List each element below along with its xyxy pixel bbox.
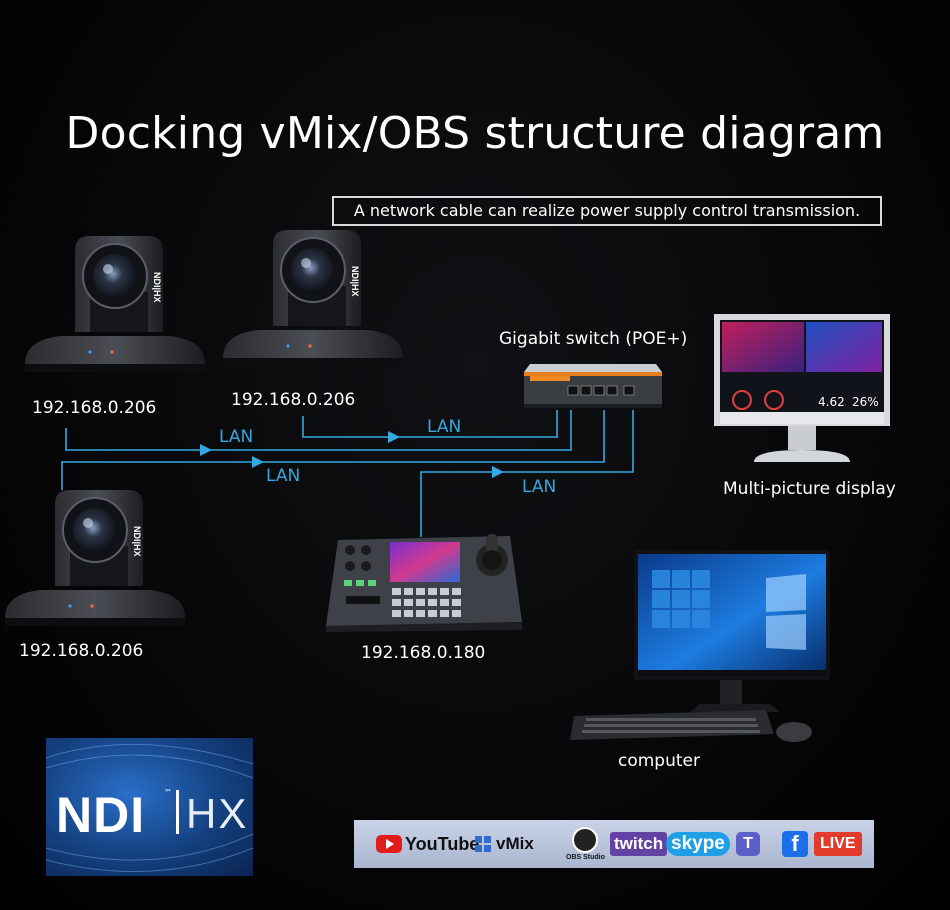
vmix-logo: vMix bbox=[474, 820, 534, 868]
ndi-logo-waves bbox=[46, 743, 253, 873]
subtitle-box: A network cable can realize power supply… bbox=[332, 196, 882, 226]
wire-controller bbox=[420, 410, 634, 537]
camera-1-ip: 192.168.0.206 bbox=[32, 398, 157, 418]
computer[interactable] bbox=[570, 548, 832, 744]
ptz-camera-1[interactable]: NDI|HX bbox=[20, 232, 210, 380]
vmix-grid-icon bbox=[474, 835, 494, 853]
wire-camera-2 bbox=[302, 410, 558, 438]
display-stat-2: 26% bbox=[852, 395, 879, 409]
skype-logo: skype bbox=[666, 820, 730, 868]
camera-3-ip: 192.168.0.206 bbox=[19, 641, 144, 661]
wire-camera-3 bbox=[61, 410, 605, 490]
lan-label-3: LAN bbox=[266, 466, 301, 486]
obs-logo: OBS Studio bbox=[566, 820, 605, 868]
display-stat-1: 4.62 bbox=[818, 395, 845, 409]
facebook-logo: f bbox=[782, 820, 808, 868]
ptz-controller[interactable] bbox=[324, 526, 522, 632]
computer-label: computer bbox=[618, 751, 700, 771]
arrow-4 bbox=[492, 466, 504, 478]
teams-logo: T bbox=[736, 820, 760, 868]
streaming-platforms-strip: YouTube vMix OBS Studio twitch skype T f… bbox=[354, 820, 874, 868]
controller-ip: 192.168.0.180 bbox=[361, 643, 486, 663]
hx-logo-text: HX bbox=[186, 790, 249, 837]
arrow-3 bbox=[252, 456, 264, 468]
twitch-logo: twitch bbox=[610, 820, 668, 868]
ndi-divider bbox=[176, 790, 179, 834]
ptz-camera-2[interactable]: NDI|HX bbox=[218, 226, 408, 374]
ndi-logo-text: NDI bbox=[56, 787, 146, 843]
gigabit-switch[interactable] bbox=[524, 360, 662, 410]
youtube-logo: YouTube bbox=[376, 820, 479, 868]
youtube-play-icon bbox=[376, 835, 402, 853]
svg-text:NDI|HX: NDI|HX bbox=[132, 526, 142, 557]
ndi-hx-logo: NDI ™ HX bbox=[46, 738, 253, 876]
ptz-camera-3[interactable]: NDI|HX bbox=[0, 486, 190, 634]
svg-text:NDI|HX: NDI|HX bbox=[350, 266, 360, 297]
arrow-1 bbox=[200, 444, 212, 456]
facebook-icon: f bbox=[782, 831, 808, 857]
arrow-2 bbox=[388, 431, 400, 443]
lan-label-1: LAN bbox=[219, 427, 254, 447]
lan-label-4: LAN bbox=[522, 477, 557, 497]
live-badge: LIVE bbox=[814, 820, 862, 868]
ndi-trademark: ™ bbox=[164, 788, 172, 797]
teams-icon: T bbox=[736, 832, 760, 856]
lan-label-2: LAN bbox=[427, 417, 462, 437]
switch-label: Gigabit switch (POE+) bbox=[499, 329, 688, 349]
wire-camera-1 bbox=[65, 410, 572, 451]
display-label: Multi-picture display bbox=[723, 479, 896, 499]
diagram-title: Docking vMix/OBS structure diagram bbox=[65, 108, 885, 159]
camera-2-ip: 192.168.0.206 bbox=[231, 390, 356, 410]
multi-picture-monitor[interactable]: 4.62 26% bbox=[714, 312, 890, 464]
obs-icon bbox=[572, 827, 599, 853]
svg-text:NDI|HX: NDI|HX bbox=[152, 272, 162, 303]
